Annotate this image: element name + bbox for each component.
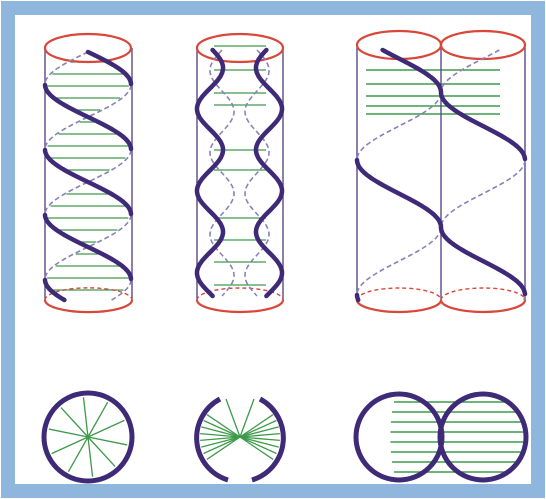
spoke [87, 401, 109, 438]
spoke [239, 436, 277, 455]
spoke [87, 436, 128, 446]
helix-back-strand [44, 51, 132, 301]
cylinder-bottom-rim-front [195, 299, 285, 314]
spoke [239, 426, 279, 438]
spoke [87, 419, 125, 438]
spoke [51, 436, 89, 455]
left-helix-front-strand [354, 47, 444, 303]
radial-spokes [48, 397, 128, 477]
right-bottom-rim-front [439, 299, 527, 314]
horizontal-rungs [390, 401, 526, 473]
radial-spokes [200, 398, 280, 460]
helix-front-strand [42, 49, 134, 303]
cylinder-bottom-rim-back [196, 287, 284, 301]
left-ring [353, 391, 445, 483]
base-pair-rungs [214, 45, 266, 286]
cylinder-pair-helices [354, 29, 528, 314]
right-ring [437, 391, 529, 483]
cylinder-bottom-rim-back [44, 287, 133, 301]
spoke [67, 436, 89, 473]
cylinder-top-rim [43, 32, 133, 64]
cross-section-open-circle [194, 396, 286, 483]
left-helix-back-strand [356, 92, 442, 295]
cross-section-circle [41, 390, 135, 484]
spoke [82, 397, 89, 438]
right-cylinder-top-rim [439, 29, 527, 61]
right-bottom-rim-back [440, 287, 526, 301]
spoke [239, 432, 280, 438]
spoke [201, 436, 241, 448]
spoke [206, 436, 241, 460]
base-pair-rungs [47, 61, 129, 291]
cross-section-double-circle [353, 391, 529, 483]
spoke [200, 436, 241, 442]
spoke [239, 398, 255, 438]
connecting-rungs [366, 69, 500, 115]
cylinder-ladder-strands [194, 32, 285, 314]
left-arc [194, 396, 229, 483]
left-bottom-rim-front [355, 299, 443, 314]
cylinder-top-rim [195, 32, 285, 64]
left-cylinder-top-rim [355, 29, 443, 61]
spoke [206, 414, 241, 438]
spoke [60, 407, 89, 438]
cross-section-ring [41, 390, 135, 484]
spoke [87, 436, 94, 477]
spoke [239, 419, 277, 438]
spoke [48, 428, 89, 438]
spoke [201, 426, 241, 438]
left-front-strand [194, 47, 226, 299]
right-front-strand [253, 47, 285, 299]
spoke [203, 436, 241, 455]
spoke [225, 398, 241, 438]
spoke [239, 436, 279, 448]
cylinder-double-helix [42, 32, 134, 314]
spoke [200, 432, 241, 438]
right-back-strand [244, 49, 270, 297]
right-helix-front-strand [438, 90, 528, 297]
spoke [87, 436, 116, 467]
spoke [239, 436, 274, 460]
left-back-strand [209, 49, 235, 297]
right-arc [251, 396, 286, 483]
cylinder-bottom-rim-front [43, 299, 134, 314]
spoke [203, 419, 241, 438]
left-bottom-rim-back [356, 287, 442, 301]
spoke [239, 414, 274, 438]
spoke [239, 436, 280, 442]
